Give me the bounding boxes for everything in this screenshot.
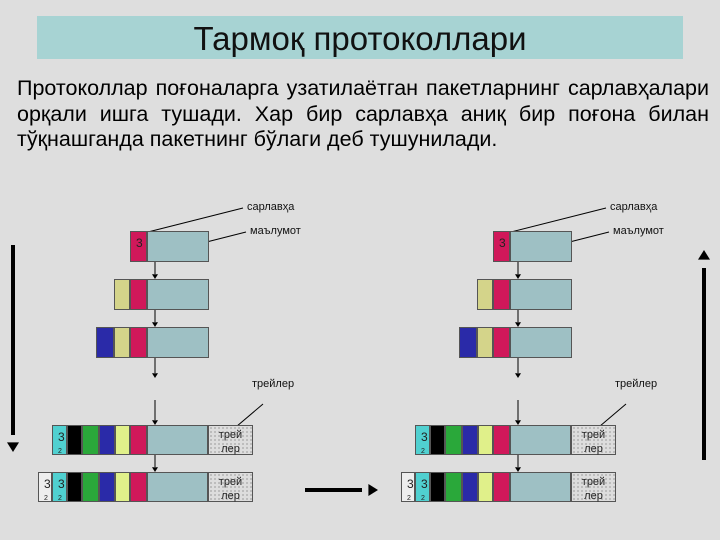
segment-mark: 3 bbox=[499, 236, 506, 250]
trailer-label: трейлер bbox=[252, 378, 295, 390]
flow-arrowhead bbox=[152, 322, 158, 327]
header-segment bbox=[445, 425, 462, 455]
header-segment bbox=[478, 472, 493, 502]
data-label: маълумот bbox=[250, 225, 301, 237]
up-arrow-head bbox=[698, 250, 710, 260]
header-label: сарлавҳа bbox=[247, 201, 295, 213]
header-segment bbox=[493, 425, 510, 455]
data-segment bbox=[510, 279, 572, 310]
header-segment bbox=[130, 425, 147, 455]
segment-sub: 2 bbox=[421, 448, 425, 455]
slide-paragraph: Протоколлар поғоналарга узатилаётган пак… bbox=[17, 76, 709, 151]
header-segment bbox=[99, 472, 115, 502]
data-segment bbox=[510, 231, 572, 262]
header-segment bbox=[115, 425, 130, 455]
header-segment bbox=[493, 472, 510, 502]
right-arrow-head bbox=[368, 484, 378, 496]
segment-sub: 2 bbox=[407, 495, 411, 502]
trailer-segment: трей лер bbox=[208, 472, 253, 502]
segment-mark: 3 bbox=[136, 236, 143, 250]
trailer-label: трейлер bbox=[615, 378, 658, 390]
flow-arrowhead bbox=[515, 373, 521, 378]
segment-sub: 2 bbox=[58, 448, 62, 455]
header-segment bbox=[130, 279, 147, 310]
header-segment bbox=[462, 472, 478, 502]
data-segment bbox=[147, 327, 209, 358]
flow-arrowhead bbox=[515, 274, 521, 279]
segment-mark: 3 bbox=[407, 477, 414, 491]
data-segment bbox=[510, 425, 571, 455]
header-segment: 3 bbox=[493, 231, 510, 262]
header-segment bbox=[493, 279, 510, 310]
flow-arrowhead bbox=[515, 467, 521, 472]
segment-sub: 2 bbox=[58, 495, 62, 502]
flow-arrowhead bbox=[515, 322, 521, 327]
trailer-segment: трей лер bbox=[571, 472, 616, 502]
segment-sub: 2 bbox=[44, 495, 48, 502]
header-segment bbox=[82, 472, 99, 502]
flow-arrowhead bbox=[515, 420, 521, 425]
data-segment bbox=[147, 231, 209, 262]
header-segment bbox=[99, 425, 115, 455]
data-segment bbox=[510, 327, 572, 358]
data-segment bbox=[147, 425, 208, 455]
header-segment bbox=[114, 279, 130, 310]
header-segment bbox=[114, 327, 130, 358]
header-label: сарлавҳа bbox=[610, 201, 658, 213]
header-segment bbox=[130, 327, 147, 358]
header-segment bbox=[82, 425, 99, 455]
segment-mark: 3 bbox=[44, 477, 51, 491]
header-segment bbox=[493, 327, 510, 358]
segment-mark: 3 bbox=[421, 477, 428, 491]
header-segment bbox=[96, 327, 114, 358]
header-segment bbox=[430, 425, 445, 455]
header-segment: 3 bbox=[130, 231, 147, 262]
header-segment bbox=[477, 279, 493, 310]
segment-mark: 3 bbox=[58, 477, 65, 491]
flow-arrowhead bbox=[152, 274, 158, 279]
segment-mark: 3 bbox=[421, 430, 428, 444]
trailer-segment: трей лер bbox=[571, 425, 616, 455]
header-segment bbox=[115, 472, 130, 502]
header-segment bbox=[430, 472, 445, 502]
down-arrow-head bbox=[7, 442, 19, 452]
segment-sub: 2 bbox=[421, 495, 425, 502]
trailer-segment: трей лер bbox=[208, 425, 253, 455]
header-segment bbox=[445, 472, 462, 502]
slide-title: Тармоқ протоколлари bbox=[37, 16, 683, 59]
header-pointer bbox=[139, 207, 244, 235]
header-segment bbox=[67, 472, 82, 502]
data-segment bbox=[147, 472, 208, 502]
header-segment bbox=[459, 327, 477, 358]
header-segment bbox=[67, 425, 82, 455]
header-segment bbox=[477, 327, 493, 358]
header-segment bbox=[130, 472, 147, 502]
flow-arrowhead bbox=[152, 373, 158, 378]
data-label: маълумот bbox=[613, 225, 664, 237]
data-segment bbox=[510, 472, 571, 502]
header-pointer bbox=[502, 207, 607, 235]
flow-arrowhead bbox=[152, 420, 158, 425]
segment-mark: 3 bbox=[58, 430, 65, 444]
flow-arrowhead bbox=[152, 467, 158, 472]
header-segment bbox=[462, 425, 478, 455]
data-segment bbox=[147, 279, 209, 310]
header-segment bbox=[478, 425, 493, 455]
